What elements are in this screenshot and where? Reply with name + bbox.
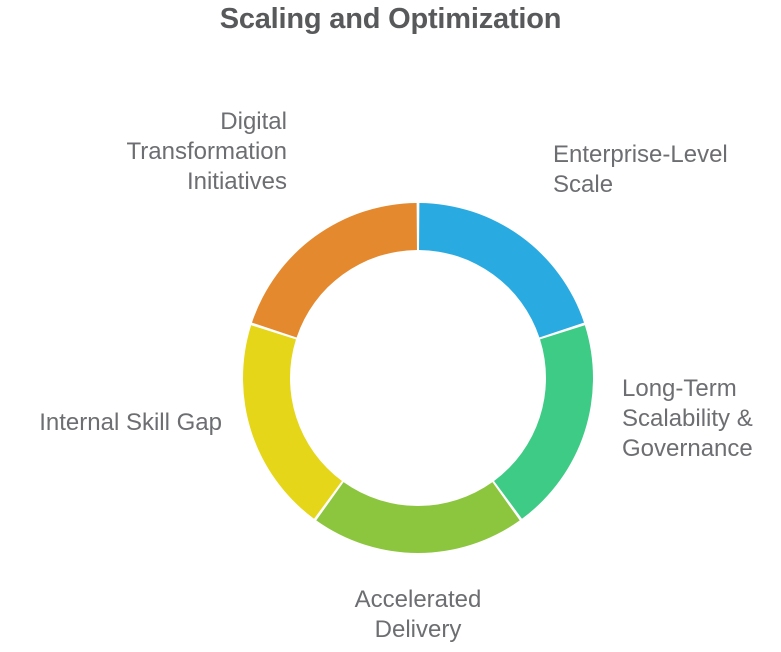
donut-slice-internal-skill-gap[interactable] bbox=[243, 325, 342, 519]
slice-label-accelerated-delivery: Accelerated Delivery bbox=[354, 586, 482, 643]
donut-slice-enterprise-level-scale[interactable] bbox=[419, 203, 585, 338]
donut-slice-long-term-scalability-governance[interactable] bbox=[494, 325, 593, 519]
donut-slices bbox=[243, 203, 593, 554]
slice-label-long-term-scalability-governance: Long-Term Scalability & Governance bbox=[622, 375, 753, 462]
slice-label-digital-transformation-initiatives: Digital Transformation Initiatives bbox=[126, 108, 288, 195]
slice-label-internal-skill-gap: Internal Skill Gap bbox=[39, 409, 222, 436]
donut-slice-accelerated-delivery[interactable] bbox=[316, 482, 520, 554]
slice-label-enterprise-level-scale: Enterprise-Level Scale bbox=[553, 141, 728, 198]
chart-title: Scaling and Optimization bbox=[219, 3, 562, 35]
donut-slice-digital-transformation-initiatives[interactable] bbox=[251, 203, 417, 338]
